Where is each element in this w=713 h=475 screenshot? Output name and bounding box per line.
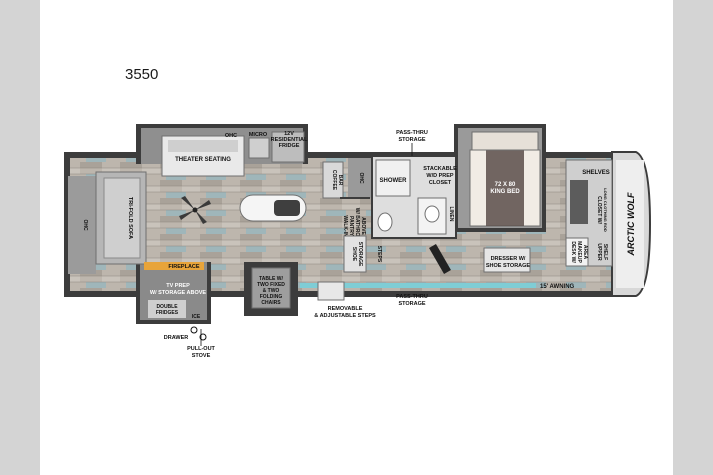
steps-label: STEPS <box>376 246 382 263</box>
pantry-label-2: PANTRY <box>348 216 354 237</box>
residential-fridge <box>271 131 305 163</box>
awning <box>300 283 536 288</box>
brand-logo: ARCTIC WOLF <box>626 192 636 256</box>
shower <box>375 159 411 197</box>
shelves-label: SHELVES <box>582 170 610 176</box>
micro-label: MICRO <box>249 132 268 138</box>
pullout-stove-label-2: STOVE <box>192 353 211 359</box>
awning-label: 15' AWNING <box>540 284 575 290</box>
stackable-label-3: CLOSET <box>429 180 452 186</box>
top-ohc-label: OHC <box>225 133 237 139</box>
bed-pillows <box>471 131 539 151</box>
desk-label-3: AREA <box>582 245 588 260</box>
drawer-label: DRAWER <box>164 335 188 341</box>
fireplace-label: FIREPLACE <box>168 264 200 270</box>
fridge-label-2: RESIDENTIAL <box>271 137 308 143</box>
stove-icon <box>199 333 207 341</box>
bed-runner <box>486 150 524 226</box>
shoe-storage-label-2: STORAGE <box>357 242 363 267</box>
desk-label-1: DESK W/ <box>570 241 576 263</box>
pantry-label-1: WALK-IN <box>342 215 348 237</box>
upper-shelf-label-1: UPPER <box>596 243 602 261</box>
pantry-label-4: ABOVE <box>360 217 366 235</box>
island-sink <box>274 200 300 216</box>
sofa-cushion <box>103 177 141 259</box>
pantry-label-3: W/ BATHROOM <box>354 208 360 245</box>
tv-prep-label-2: W/ STORAGE ABOVE <box>150 290 207 296</box>
rear-ohc-label: OHC <box>82 219 88 231</box>
removable-steps-label-2: & ADJUSTABLE STEPS <box>314 313 376 319</box>
desk <box>565 237 589 267</box>
stackable-label-1: STACKABLE <box>423 166 457 172</box>
pass-thru-bottom-label-1: PASS-THRU <box>396 294 428 300</box>
table-label-3: & TWO <box>263 288 280 294</box>
theater-seat-back <box>168 140 238 152</box>
entry-steps <box>317 281 345 301</box>
double-fridges-label-2: FRIDGES <box>156 310 179 316</box>
shoe-storage <box>343 235 367 273</box>
double-fridges <box>148 300 186 318</box>
coffee-bar-label-1: COFFEE <box>331 170 337 191</box>
closet-label-2: LONG CLOTHING ROD <box>603 188 608 232</box>
pass-thru-top-label-2: STORAGE <box>398 137 425 143</box>
brand-logo-area <box>616 160 644 288</box>
table-label-5: CHAIRS <box>261 300 281 306</box>
table-label-2: TWO FIXED <box>257 282 285 288</box>
bedroom-tv <box>429 244 451 274</box>
king-bed-label-2: KING BED <box>490 189 520 195</box>
table-label-4: FOLDING <box>260 294 283 300</box>
drawer-icon <box>190 326 198 334</box>
ohc-cabinet <box>348 158 372 198</box>
stackable-label-2: W/D PREP <box>426 173 454 179</box>
trifold-sofa-label: TRI-FOLD SOFA <box>127 197 133 239</box>
shower-label: SHOWER <box>380 178 408 184</box>
pass-thru-bottom-label-2: STORAGE <box>398 301 425 307</box>
fireplace <box>144 262 204 270</box>
dresser-label-2: SHOE STORAGE <box>486 263 531 269</box>
shelf-unit <box>570 180 588 224</box>
tv-prep-label-1: TV PREP <box>166 283 190 289</box>
fridge-label-3: FRIDGE <box>279 143 300 149</box>
desk-label-2: MAKEUP <box>576 241 582 263</box>
fridge-label-1: 12V <box>284 131 294 137</box>
ohc-cabinet-label: OHC <box>358 172 364 184</box>
ceiling-fan-icon <box>179 196 211 224</box>
dinette-top <box>251 267 291 309</box>
theater-seating-label: THEATER SEATING <box>175 157 231 163</box>
dresser-label-1: DRESSER W/ <box>491 256 526 262</box>
model-number: 3550 <box>125 66 159 83</box>
table-label-1: TABLE W/ <box>259 276 283 282</box>
closet-label-1: CLOSET W/ <box>596 196 602 224</box>
rear-ohc <box>68 176 96 274</box>
pass-thru-top-label-1: PASS-THRU <box>396 130 428 136</box>
double-fridges-label-1: DOUBLE <box>156 304 178 310</box>
shoe-storage-label-1: SHOE <box>351 247 357 262</box>
ice-label: ICE <box>192 314 201 320</box>
bath-sink <box>424 205 440 223</box>
pullout-stove-label-1: PULL-OUT <box>187 346 215 352</box>
king-bed-label-1: 72 X 80 <box>495 182 516 188</box>
toilet <box>377 212 393 232</box>
upper-shelf-label-2: SHELF <box>602 244 608 260</box>
removable-steps-label-1: REMOVABLE <box>328 306 363 312</box>
dresser <box>483 247 531 273</box>
coffee-bar <box>322 161 344 199</box>
linen-label: LINEN <box>448 207 454 222</box>
microwave <box>248 137 270 159</box>
coffee-bar-label-2: BAR <box>337 175 343 186</box>
